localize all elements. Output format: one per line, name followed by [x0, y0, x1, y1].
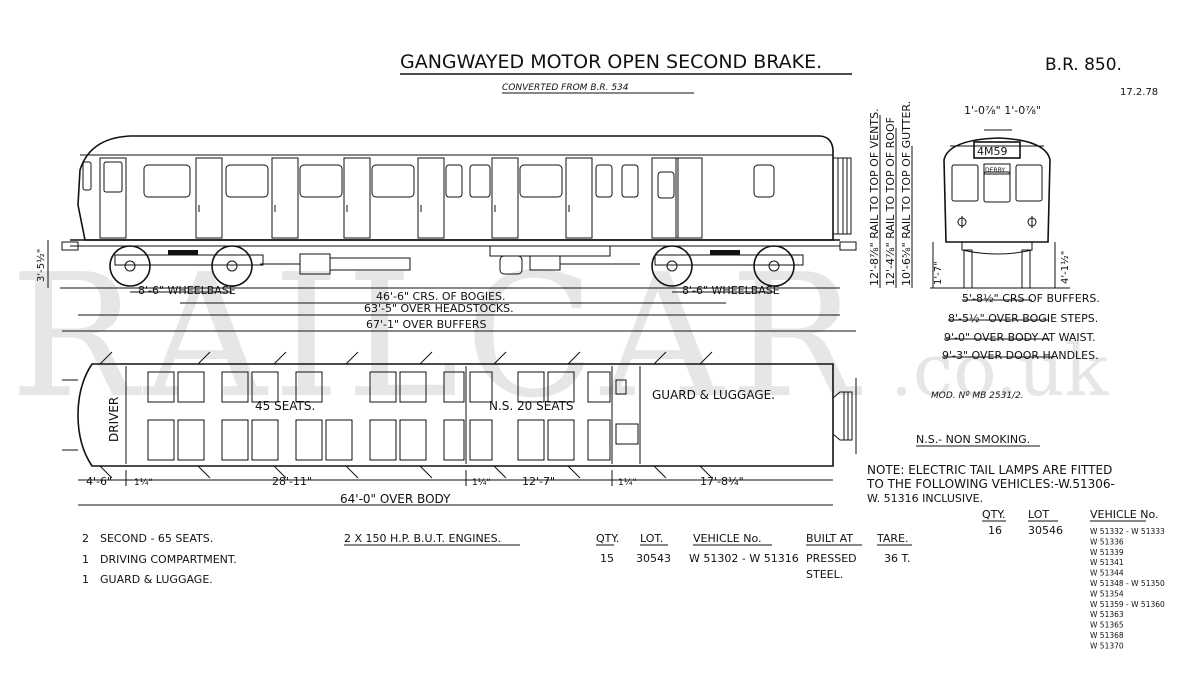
- engines-label: 2 X 150 H.P. B.U.T. ENGINES.: [344, 532, 501, 545]
- note-line-1: NOTE: ELECTRIC TAIL LAMPS ARE FITTED: [867, 463, 1112, 477]
- over-buffers-dim: 67'-1" OVER BUFFERS: [366, 318, 486, 331]
- accom-desc-2: DRIVING COMPARTMENT.: [100, 553, 237, 566]
- accom-desc-1: SECOND - 65 SEATS.: [100, 532, 213, 545]
- destination-blind: DERBY: [985, 167, 1005, 174]
- accom-qty-2: 1: [82, 553, 89, 566]
- over-headstocks-dim: 63'-5" OVER HEADSTOCKS.: [364, 302, 514, 315]
- note-line-2: TO THE FOLLOWING VEHICLES:-W.51306-: [866, 477, 1115, 491]
- mod-header-vehicle: VEHICLE No.: [1090, 508, 1159, 521]
- over-door-handles: 9'-3" OVER DOOR HANDLES.: [942, 349, 1099, 362]
- plan-dim-4: 1¼": [472, 478, 491, 488]
- end-right-low-dim: 4'-1½": [1059, 251, 1071, 284]
- end-top-width: 1'-0⅞" 1'-0⅞": [964, 104, 1041, 117]
- guard-luggage-label: GUARD & LUGGAGE.: [652, 388, 775, 402]
- mod-vehicle-item: W 51332 - W 51333: [1090, 527, 1165, 536]
- watermark-main: RAILCAR: [10, 238, 864, 436]
- build-row-tare: 36 T.: [884, 552, 910, 565]
- height-dim: 3'-5½": [35, 249, 47, 282]
- build-row-qty: 15: [600, 552, 614, 565]
- plan-view: [62, 351, 857, 479]
- page-subtitle: CONVERTED FROM B.R. 534: [502, 83, 629, 93]
- end-left-low-dim: 1'-7": [933, 261, 944, 285]
- plan-dim-5: 12'-7": [522, 475, 555, 488]
- plan-dim-2: 1¼": [134, 478, 153, 488]
- seats-45-label: 45 SEATS.: [255, 399, 315, 413]
- mod-vehicle-item: W 51344: [1090, 569, 1124, 578]
- mod-vehicle-item: W 51368: [1090, 631, 1124, 640]
- accom-qty-1: 2: [82, 532, 89, 545]
- wheelbase-right: 8'-6" WHEELBASE: [682, 284, 780, 297]
- mod-row-lot: 30546: [1028, 524, 1063, 537]
- watermark-suffix: .co.uk: [890, 328, 1110, 412]
- mod-vehicle-item: W 51341: [1090, 558, 1124, 567]
- mod-vehicle-item: W 51336: [1090, 537, 1124, 546]
- over-bogie-steps: 8'-5½" OVER BOGIE STEPS.: [948, 312, 1098, 325]
- build-row-builtat: PRESSED: [806, 552, 857, 565]
- accom-desc-3: GUARD & LUGGAGE.: [100, 573, 213, 586]
- plan-dim-1: 4'-6": [86, 475, 112, 488]
- non-smoking-note: N.S.- NON SMOKING.: [916, 433, 1030, 446]
- build-row-vehicle: W 51302 - W 51316: [689, 552, 799, 565]
- over-body-dim: 64'-0" OVER BODY: [340, 492, 451, 506]
- plan-dim-3: 28'-11": [272, 475, 312, 488]
- mod-vehicle-item: W 51354: [1090, 589, 1124, 598]
- end-elevation: [930, 129, 1070, 289]
- rail-to-vents: 12'-8⅞" RAIL TO TOP OF VENTS.: [868, 108, 881, 286]
- build-header-builtat: BUILT AT: [806, 532, 853, 545]
- mod-vehicle-item: W 51363: [1090, 610, 1124, 619]
- note-line-3: W. 51316 INCLUSIVE.: [867, 492, 983, 505]
- drawing-date: 17.2.78: [1120, 87, 1158, 98]
- buffer-centres: 5'-8½" CRS OF BUFFERS.: [962, 292, 1100, 305]
- diagram-number: B.R. 850.: [1045, 55, 1122, 75]
- bogie-centres-dim: 46'-6" CRS. OF BOGIES.: [376, 290, 506, 303]
- ns-seats-label: N.S. 20 SEATS: [489, 399, 574, 413]
- mod-row-qty: 16: [988, 524, 1002, 537]
- mod-vehicle-item: W 51359 - W 51360: [1090, 600, 1165, 609]
- build-row-builtat-2: STEEL.: [806, 568, 843, 581]
- build-header-lot: LOT.: [640, 532, 663, 545]
- plan-dim-7: 17'-8¼": [700, 475, 744, 488]
- build-header-vehicle: VEHICLE No.: [693, 532, 762, 545]
- build-row-lot: 30543: [636, 552, 671, 565]
- mod-header-lot: LOT: [1028, 508, 1049, 521]
- mod-vehicle-item: W 51339: [1090, 548, 1124, 557]
- page-title: GANGWAYED MOTOR OPEN SECOND BRAKE.: [400, 51, 822, 73]
- mod-vehicle-item: W 51365: [1090, 621, 1124, 630]
- mod-header-qty: QTY.: [982, 508, 1005, 521]
- accom-qty-3: 1: [82, 573, 89, 586]
- mod-number: MOD. Nº MB 2531/2.: [931, 391, 1024, 401]
- mod-vehicle-item: W 51348 - W 51350: [1090, 579, 1165, 588]
- driver-label: DRIVER: [107, 397, 121, 442]
- rail-to-gutter: 10'-6⅝" RAIL TO TOP OF GUTTER.: [900, 101, 913, 286]
- build-header-tare: TARE.: [876, 532, 908, 545]
- wheelbase-left: 8'-6" WHEELBASE: [138, 284, 236, 297]
- headcode: 4M59: [977, 145, 1008, 158]
- build-header-qty: QTY.: [596, 532, 619, 545]
- over-body-waist: 9'-0" OVER BODY AT WAIST.: [944, 331, 1096, 344]
- plan-dim-6: 1¼": [618, 478, 637, 488]
- mod-vehicle-item: W 51370: [1090, 641, 1124, 650]
- rail-to-roof: 12'-4⅞" RAIL TO TOP OF ROOF: [884, 117, 897, 286]
- side-elevation: [60, 135, 857, 289]
